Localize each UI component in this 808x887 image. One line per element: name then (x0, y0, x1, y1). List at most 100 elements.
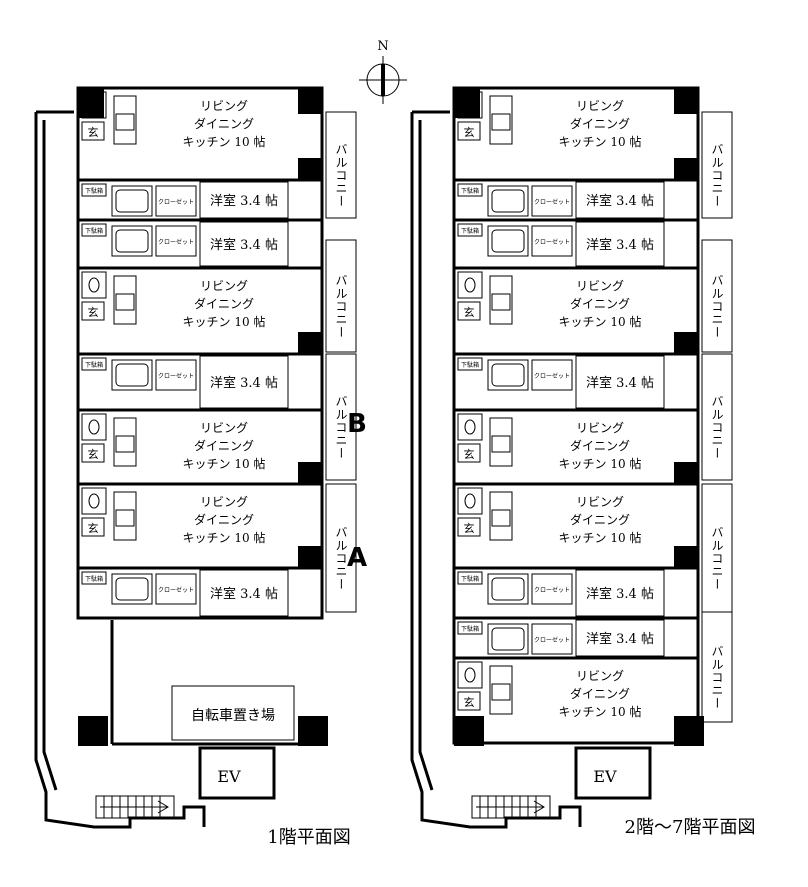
kitchen-counter (113, 95, 137, 145)
bathroom (487, 359, 529, 391)
shoe-box-label: 下駄箱 (85, 575, 103, 583)
western-room-label: 洋室 3.4 帖 (586, 586, 654, 602)
entrance-label: 玄 (464, 305, 475, 319)
toilet-icon (464, 277, 476, 293)
balcony-box (325, 111, 357, 219)
western-room-label: 洋室 3.4 帖 (210, 586, 278, 602)
kitchen-sink-icon (115, 509, 135, 527)
bathroom (111, 225, 153, 257)
unit-western: 下駄箱クローゼット洋室 3.4 帖 (454, 352, 698, 409)
balcony: バルコニー (325, 111, 357, 219)
entrance-box (457, 517, 481, 537)
bathtub-icon (491, 189, 525, 213)
column (454, 716, 484, 746)
living-label-2: ダイニング (194, 116, 254, 131)
kitchen-sink-icon (115, 293, 135, 311)
closet-box (531, 573, 573, 605)
balcony-box (701, 111, 733, 219)
shoe-box (81, 571, 107, 585)
toilet-icon (464, 419, 476, 435)
toilet-icon (464, 97, 476, 113)
living-label-3: キッチン 10 帖 (559, 704, 642, 719)
balcony-box (325, 353, 357, 481)
closet-box (531, 225, 573, 257)
toilet-room (457, 271, 483, 299)
plan-floor-1: EV玄リビングダイニングキッチン 10 帖バルコニー下駄箱クローゼット洋室 3.… (34, 86, 357, 829)
bathtub-icon (115, 577, 149, 601)
toilet-icon (464, 667, 476, 683)
toilet-room (457, 487, 483, 515)
closet-box (531, 359, 573, 391)
kitchen-counter (489, 275, 513, 325)
kitchen-sink-icon (491, 435, 511, 453)
balcony: バルコニー (325, 483, 357, 613)
balcony-box (325, 483, 357, 613)
living-label-2: ダイニング (570, 438, 630, 453)
living-label-1: リビング (576, 421, 624, 435)
entrance-label: 玄 (88, 447, 99, 461)
western-room (575, 181, 665, 219)
column (674, 332, 698, 354)
living-label-1: リビング (200, 99, 248, 113)
column (298, 158, 322, 180)
unit-western: 下駄箱クローゼット洋室 3.4 帖 (78, 178, 322, 219)
entrance-label: 玄 (88, 125, 99, 139)
western-room (199, 569, 289, 617)
living-label-3: キッチン 10 帖 (559, 456, 642, 471)
bathtub-icon (491, 627, 525, 651)
entrance-box (457, 443, 481, 463)
stair (95, 795, 175, 819)
shoe-box-label: 下駄箱 (461, 187, 479, 195)
entrance-box (81, 443, 105, 463)
shoe-box (457, 621, 483, 635)
western-room (575, 619, 665, 657)
balcony: バルコニー (701, 483, 733, 613)
balcony-label: バルコニー (710, 274, 724, 339)
outer-wall (34, 110, 206, 829)
closet-label: クローゼット (534, 586, 570, 594)
kitchen-sink-icon (491, 293, 511, 311)
column (298, 88, 322, 114)
balcony: バルコニー (325, 239, 357, 353)
inner-wall (418, 120, 434, 791)
entrance-box (81, 301, 105, 321)
kitchen-counter (489, 417, 513, 467)
western-room (575, 569, 665, 617)
stair-arrow-icon (100, 800, 169, 814)
living-label-2: ダイニング (570, 686, 630, 701)
closet-label: クローゼット (534, 636, 570, 644)
stair-box (95, 795, 175, 819)
shoe-box-label: 下駄箱 (461, 227, 479, 235)
balcony-box (701, 239, 733, 353)
bathroom (111, 359, 153, 391)
shoe-box (81, 183, 107, 197)
toilet-room (81, 91, 107, 119)
bathroom (487, 573, 529, 605)
shoe-box (457, 183, 483, 197)
closet-label: クローゼット (158, 238, 194, 246)
kitchen-counter (113, 275, 137, 325)
toilet-room (81, 413, 107, 441)
toilet-room (81, 271, 107, 299)
toilet-room (457, 91, 483, 119)
western-room-label: 洋室 3.4 帖 (586, 375, 654, 391)
entrance-box (81, 517, 105, 537)
closet-label: クローゼット (158, 586, 194, 594)
shoe-box (81, 357, 107, 371)
living-label-1: リビング (576, 279, 624, 293)
balcony-label: バルコニー (334, 526, 348, 591)
kitchen-counter (113, 417, 137, 467)
balcony-label: バルコニー (710, 645, 724, 710)
entrance-label: 玄 (464, 125, 475, 139)
compass: N (359, 39, 407, 104)
inner-wall (42, 120, 58, 791)
western-room-label: 洋室 3.4 帖 (586, 193, 654, 209)
